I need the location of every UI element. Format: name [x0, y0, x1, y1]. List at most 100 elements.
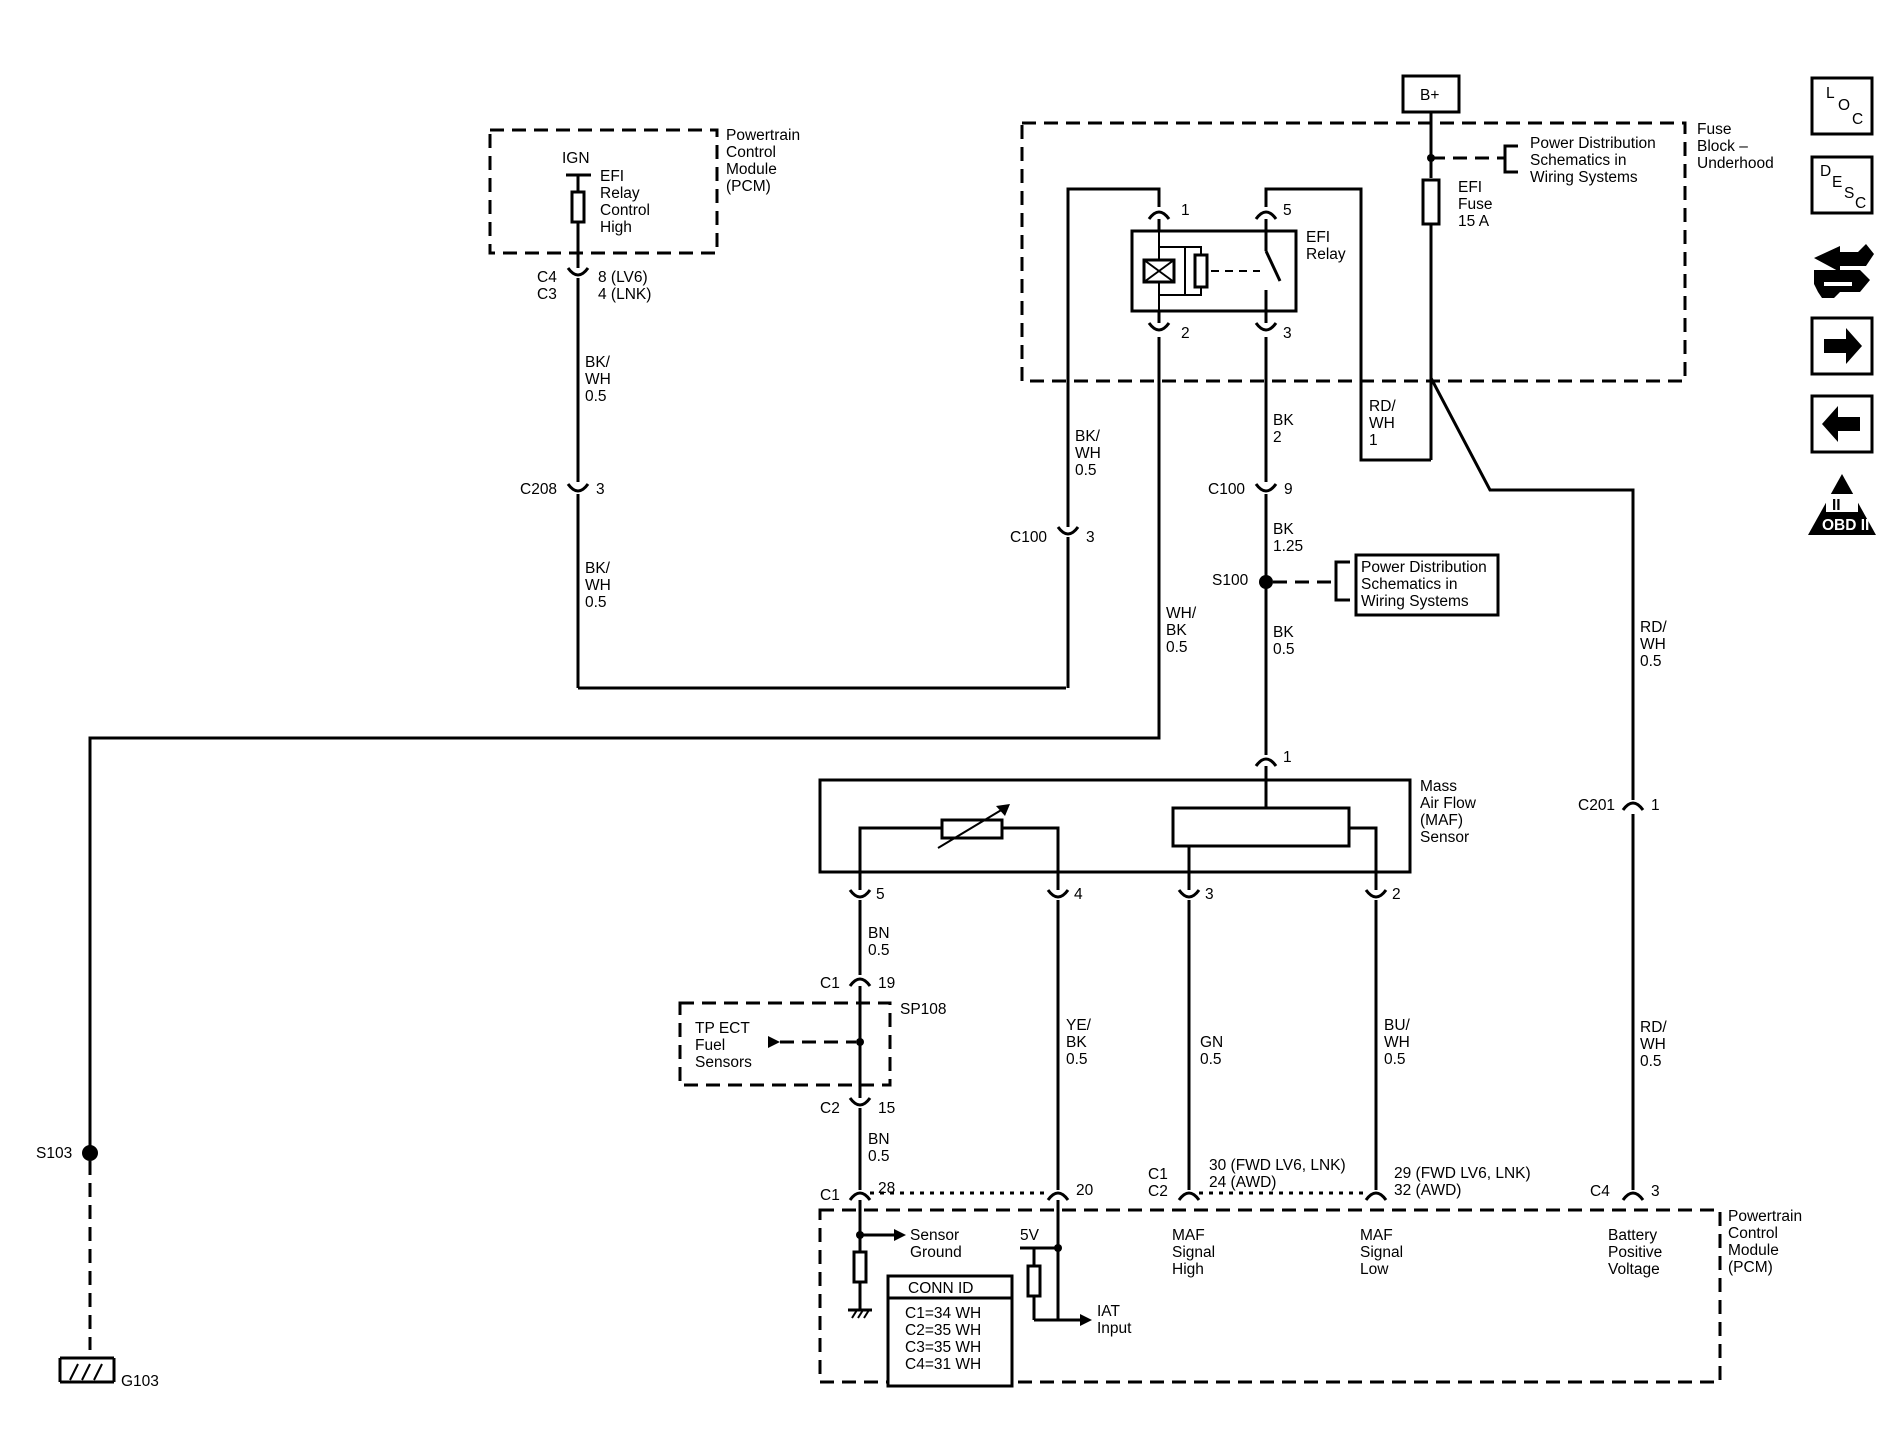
- svg-text:C208: C208: [520, 481, 557, 498]
- efi-relay-control-2: Relay: [600, 185, 640, 202]
- pcm-top-name-4: (PCM): [726, 178, 771, 195]
- svg-text:BK: BK: [1166, 622, 1187, 639]
- svg-text:Underhood: Underhood: [1697, 155, 1774, 172]
- svg-text:15 A: 15 A: [1458, 213, 1490, 230]
- splice-s103: S103: [36, 1145, 98, 1162]
- svg-text:1: 1: [1651, 797, 1660, 814]
- svg-text:1.25: 1.25: [1273, 538, 1303, 555]
- svg-text:RD/: RD/: [1640, 1019, 1667, 1036]
- wire-label-rdwh-1: RD/ WH 1: [1369, 398, 1396, 449]
- svg-text:Powertrain: Powertrain: [1728, 1208, 1802, 1225]
- wire-label-bk05: BK 0.5: [1273, 624, 1295, 658]
- splice-sp108: SP108 TP ECT Fuel Sensors: [678, 1001, 947, 1087]
- maf-pin5: 5: [848, 886, 885, 903]
- svg-text:3: 3: [1283, 325, 1292, 342]
- svg-text:C1: C1: [1148, 1166, 1168, 1183]
- wire-label-whbk: WH/ BK 0.5: [1166, 605, 1197, 656]
- svg-text:Signal: Signal: [1172, 1244, 1215, 1261]
- pcm-top-name-3: Module: [726, 161, 777, 178]
- svg-text:0.5: 0.5: [1640, 653, 1662, 670]
- svg-text:IAT: IAT: [1097, 1303, 1120, 1320]
- loc-icon[interactable]: L O C: [1810, 76, 1874, 136]
- desc-icon[interactable]: D E S C: [1810, 155, 1874, 215]
- svg-text:Mass: Mass: [1420, 778, 1457, 795]
- svg-text:C1: C1: [820, 975, 840, 992]
- svg-text:Block –: Block –: [1697, 138, 1748, 155]
- obd-ii-icon[interactable]: II OBD II: [1808, 474, 1876, 535]
- maf-pin3: 3: [1177, 886, 1214, 903]
- svg-text:OBD II: OBD II: [1822, 517, 1869, 534]
- svg-text:BK: BK: [1066, 1034, 1087, 1051]
- svg-text:(PCM): (PCM): [1728, 1259, 1773, 1276]
- connector-c100-3: C100 3: [1010, 526, 1095, 546]
- svg-text:Power Distribution: Power Distribution: [1361, 559, 1487, 576]
- svg-text:Positive: Positive: [1608, 1244, 1662, 1261]
- svg-text:RD/: RD/: [1369, 398, 1396, 415]
- svg-text:2: 2: [1392, 886, 1401, 903]
- svg-text:15: 15: [878, 1100, 895, 1117]
- svg-text:0.5: 0.5: [585, 594, 607, 611]
- next-arrow-icon[interactable]: [1810, 316, 1874, 376]
- svg-text:0.5: 0.5: [1384, 1051, 1406, 1068]
- svg-text:0.5: 0.5: [868, 942, 890, 959]
- connector-c201: C201 1: [1578, 797, 1660, 828]
- wire-label-yebk: YE/ BK 0.5: [1066, 1017, 1092, 1068]
- svg-text:Control: Control: [1728, 1225, 1778, 1242]
- connector-c208: C208 3: [520, 468, 605, 498]
- svg-text:30 (FWD LV6, LNK): 30 (FWD LV6, LNK): [1209, 1157, 1346, 1174]
- svg-text:32 (AWD): 32 (AWD): [1394, 1182, 1461, 1199]
- svg-text:Relay: Relay: [1306, 246, 1346, 263]
- svg-text:C100: C100: [1208, 481, 1245, 498]
- svg-text:S: S: [1844, 185, 1854, 202]
- connector-tool-icon[interactable]: [1814, 244, 1874, 298]
- svg-text:D: D: [1820, 163, 1831, 180]
- svg-text:Module: Module: [1728, 1242, 1779, 1259]
- connector-c4-c3: C4 C3 8 (LV6) 4 (LNK): [537, 267, 651, 303]
- wire-label-buwh: BU/ WH 0.5: [1384, 1017, 1411, 1068]
- svg-text:29 (FWD LV6, LNK): 29 (FWD LV6, LNK): [1394, 1165, 1531, 1182]
- svg-text:C2: C2: [1148, 1183, 1168, 1200]
- connector-c2-15: C2 15: [820, 1097, 895, 1117]
- wire-label-b: BK/ WH 0.5: [585, 560, 611, 611]
- svg-text:5: 5: [1283, 202, 1292, 219]
- svg-text:C100: C100: [1010, 529, 1047, 546]
- svg-text:WH: WH: [1640, 1036, 1666, 1053]
- pds-reference-s100: Power Distribution Schematics in Wiring …: [1354, 553, 1500, 617]
- svg-text:Schematics in: Schematics in: [1361, 576, 1457, 593]
- svg-text:C2: C2: [820, 1100, 840, 1117]
- svg-text:BK: BK: [1273, 624, 1294, 641]
- pcm-bottom-connectors: C1 28 20 C1 C2 30 (FWD LV6, LNK) 24 (AWD…: [820, 1157, 1660, 1204]
- svg-text:2: 2: [1181, 325, 1190, 342]
- svg-text:BK/: BK/: [585, 354, 611, 371]
- svg-text:3: 3: [1205, 886, 1214, 903]
- svg-text:C1: C1: [820, 1187, 840, 1204]
- wire-label-rdwh-right: RD/ WH 0.5: [1640, 619, 1667, 670]
- ground-g103: G103: [58, 1356, 159, 1390]
- svg-text:5: 5: [876, 886, 885, 903]
- svg-text:II: II: [1832, 497, 1841, 514]
- svg-text:C4: C4: [1590, 1183, 1610, 1200]
- battery-plus-box: B+: [1401, 74, 1461, 114]
- svg-text:Battery: Battery: [1608, 1227, 1657, 1244]
- efi-relay-control-3: Control: [600, 202, 650, 219]
- svg-text:BK/: BK/: [1075, 428, 1101, 445]
- svg-text:Fuse: Fuse: [1697, 121, 1731, 138]
- svg-text:MAF: MAF: [1172, 1227, 1205, 1244]
- svg-text:1: 1: [1283, 749, 1292, 766]
- svg-text:C1=34 WH: C1=34 WH: [905, 1305, 981, 1322]
- svg-text:BK: BK: [1273, 412, 1294, 429]
- svg-text:O: O: [1838, 97, 1850, 114]
- svg-text:G103: G103: [121, 1373, 159, 1390]
- svg-text:EFI: EFI: [1306, 229, 1330, 246]
- svg-text:19: 19: [878, 975, 895, 992]
- wire-label-bk125: BK 1.25: [1273, 521, 1303, 555]
- prev-arrow-icon[interactable]: [1810, 394, 1874, 454]
- svg-text:3: 3: [1651, 1183, 1660, 1200]
- svg-text:0.5: 0.5: [1640, 1053, 1662, 1070]
- maf-sensor: Mass Air Flow (MAF) Sensor: [818, 778, 1477, 890]
- pcm-bottom-module: Powertrain Control Module (PCM) Sensor G…: [818, 1200, 1802, 1388]
- svg-text:BK/: BK/: [585, 560, 611, 577]
- svg-text:BK: BK: [1273, 521, 1294, 538]
- svg-text:C2=35 WH: C2=35 WH: [905, 1322, 981, 1339]
